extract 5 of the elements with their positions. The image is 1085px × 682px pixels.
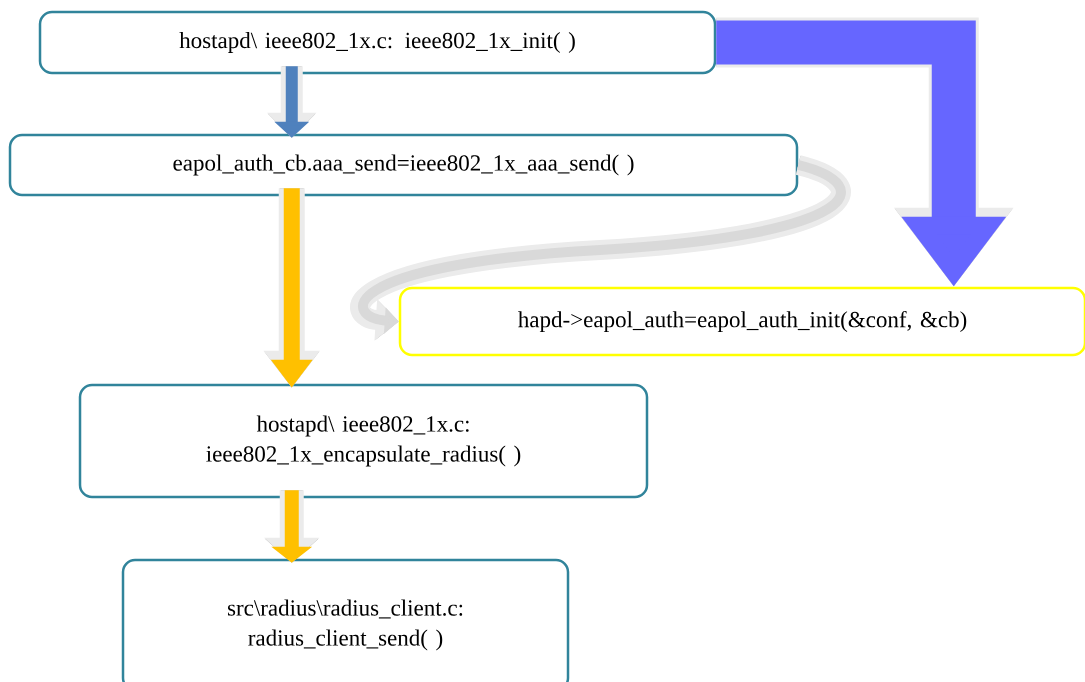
process-box: src\radius\radius_client.c: radius_client_send( ) [121, 558, 570, 682]
process-box: hostapd\ ieee802_1x.c: ieee802_1x_init( ) [38, 10, 717, 75]
process-box: hapd->eapol_auth=eapol_auth_init(&conf, &cb) [398, 286, 1085, 357]
process-box: eapol_auth_cb.aaa_send=ieee802_1x_aaa_send( ) [8, 133, 799, 197]
process-box: hostapd\ ieee802_1x.c: ieee802_1x_encapsulate_radius( ) [78, 383, 649, 499]
